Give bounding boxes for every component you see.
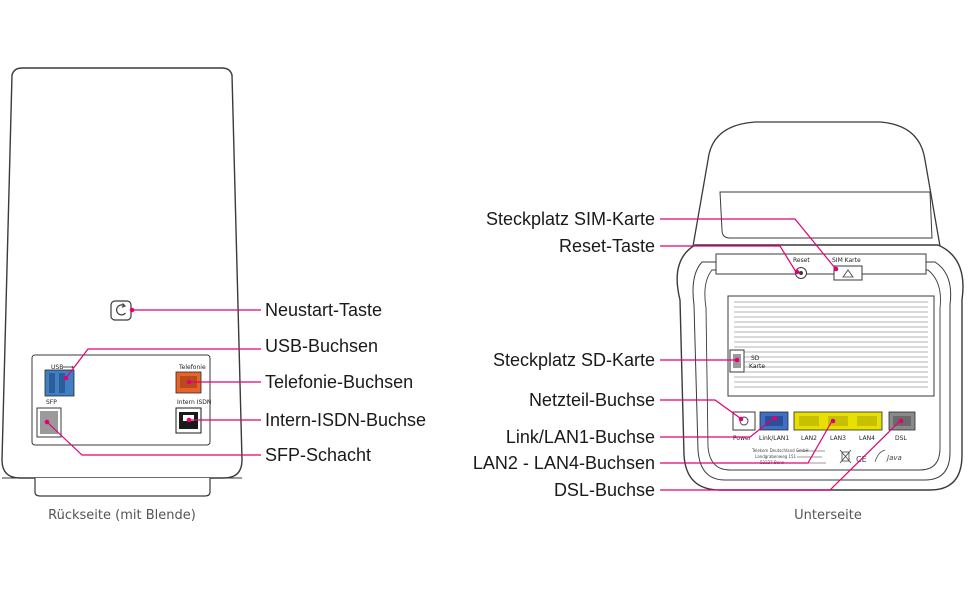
weee-bin-icon xyxy=(839,449,852,464)
sim-card-slot[interactable] xyxy=(833,265,863,281)
rear-device-foot xyxy=(34,478,211,497)
bottom-device-body xyxy=(676,244,964,491)
callout-intern-isdn-buchse: Intern-ISDN-Buchse xyxy=(265,410,426,430)
bottom-device-top-window xyxy=(719,191,933,239)
telefonie-panel-label: Telefonie xyxy=(178,364,206,371)
sfp-panel-label: SFP xyxy=(46,399,57,406)
rear-view-caption: Rückseite (mit Blende) xyxy=(48,508,196,523)
restart-icon xyxy=(115,303,126,316)
sd-panel-label: SD xyxy=(751,355,760,362)
rear-connector-panel xyxy=(31,354,211,446)
callout-sfp-schacht: SFP-Schacht xyxy=(265,445,371,465)
callout-netzteil-buchse: Netzteil-Buchse xyxy=(529,390,655,410)
vent-area-outline xyxy=(727,295,935,397)
left-callout-pins xyxy=(44,307,192,425)
bottom-view-device: Reset SIM Karte SD Karte Power Link/LAN1… xyxy=(473,121,964,523)
lan2-panel-label: LAN2 xyxy=(801,435,817,442)
usb-symbol-icon xyxy=(63,366,74,368)
bottom-view-caption: Unterseite xyxy=(794,508,862,523)
callout-link-lan1-buchse: Link/LAN1-Buchse xyxy=(506,427,655,447)
lan4-panel-label: LAN4 xyxy=(859,435,875,442)
bottom-device-inner-frame-1 xyxy=(692,261,952,481)
callout-lan2-lan4-buchsen: LAN2 - LAN4-Buchsen xyxy=(473,453,655,473)
restart-button[interactable] xyxy=(110,300,132,321)
intern-isdn-panel-label: Intern ISDN xyxy=(177,399,211,406)
vent-grille xyxy=(734,301,928,388)
callout-steckplatz-sim-karte: Steckplatz SIM-Karte xyxy=(486,209,655,229)
usb-port-slot-2 xyxy=(59,373,65,393)
sim-eject-icon xyxy=(842,269,854,278)
callout-dsl-buchse: DSL-Buchse xyxy=(554,480,655,500)
lan4-port[interactable] xyxy=(857,416,877,426)
link-lan1-port-inner xyxy=(765,416,783,426)
callout-neustart-taste: Neustart-Taste xyxy=(265,300,382,320)
dsl-panel-label: DSL xyxy=(895,435,907,442)
product-label-line-1: Telekom Deutschland GmbH xyxy=(751,448,809,453)
lan3-port[interactable] xyxy=(828,416,848,426)
right-callout-pins xyxy=(734,266,904,424)
callout-reset-taste: Reset-Taste xyxy=(559,236,655,256)
sd-panel-label-line2: Karte xyxy=(749,363,765,370)
bottom-device-inner-frame-2 xyxy=(704,269,941,471)
link-lan1-panel-label: Link/LAN1 xyxy=(759,435,789,442)
lan2-port[interactable] xyxy=(799,416,819,426)
usb-port-slot-1 xyxy=(49,373,55,393)
reset-button-hole xyxy=(799,271,803,275)
right-callout-lines xyxy=(660,218,901,491)
callout-usb-buchsen: USB-Buchsen xyxy=(265,336,378,356)
power-panel-label: Power xyxy=(733,435,752,442)
usb-panel-label: USB xyxy=(51,364,63,371)
left-callout-lines xyxy=(46,309,261,456)
brand-label: Java xyxy=(885,454,902,462)
callout-telefonie-buchsen: Telefonie-Buchsen xyxy=(265,372,413,392)
rear-view-device: USB Telefonie Intern ISDN SFP xyxy=(1,67,426,523)
sim-panel-label: SIM Karte xyxy=(832,257,861,264)
callout-steckplatz-sd-karte: Steckplatz SD-Karte xyxy=(493,350,655,370)
brand-leaf-icon xyxy=(874,449,886,463)
bottom-device-foot xyxy=(715,253,927,275)
lan3-panel-label: LAN3 xyxy=(830,435,846,442)
product-label-line-2: Landgrabenweg 151 xyxy=(755,454,797,459)
reset-panel-label: Reset xyxy=(793,257,810,264)
